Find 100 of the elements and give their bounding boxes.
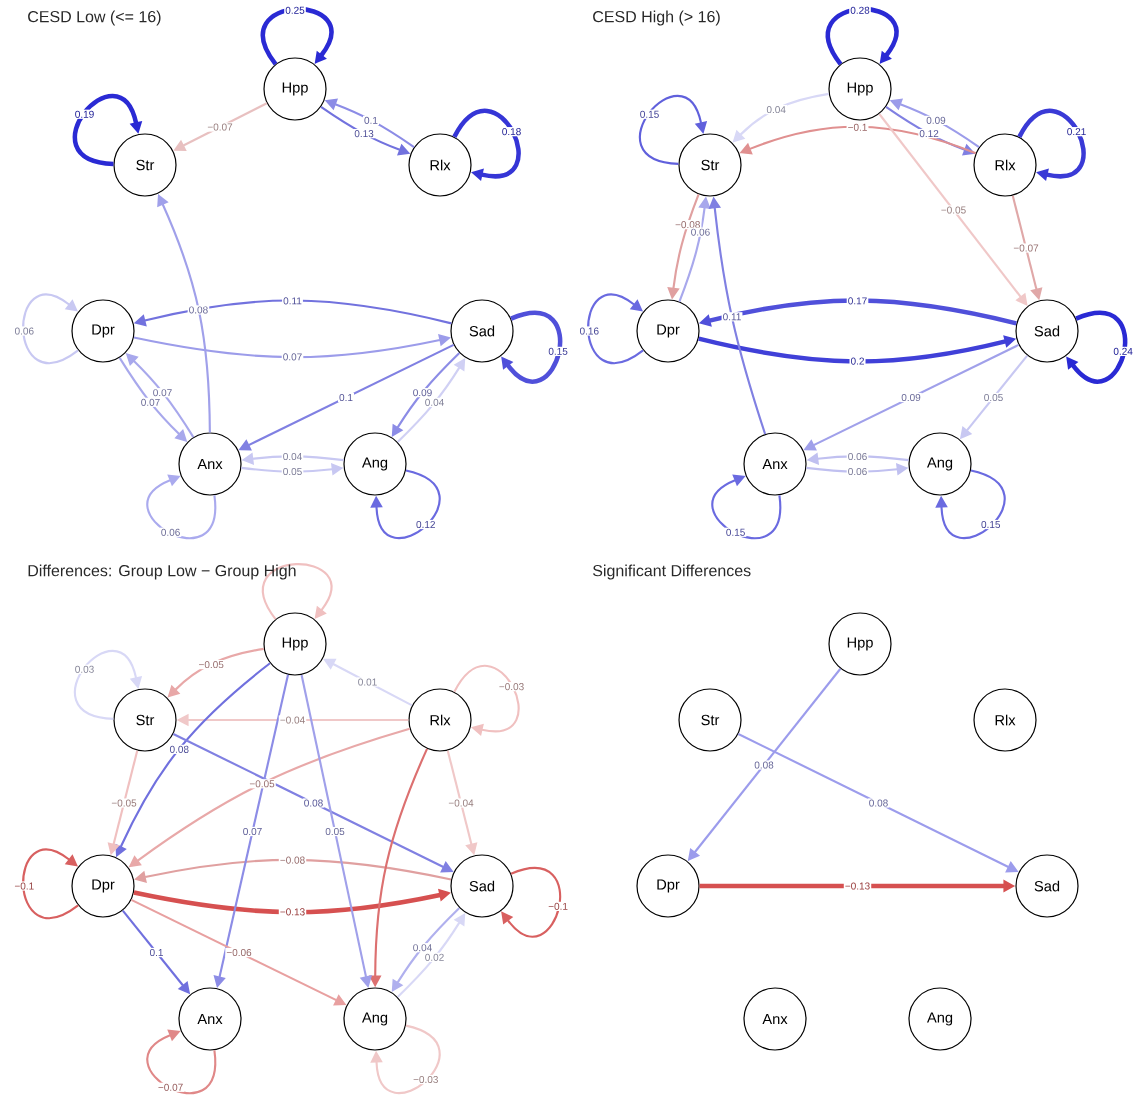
network-node: Anx: [178, 987, 242, 1051]
network-node: Rlx: [408, 133, 472, 197]
network-node: Hpp: [828, 612, 892, 676]
edge-label: −0.1: [547, 901, 569, 911]
edge-label: 0.03: [73, 664, 96, 674]
edge-label: 0.05: [982, 392, 1005, 403]
self-loop-arrow: [72, 93, 143, 167]
self-loop-arrow: [1017, 108, 1086, 182]
edge-label: 0.04: [423, 397, 446, 407]
network-node: Hpp: [828, 57, 892, 121]
edge-label: 0.07: [241, 826, 264, 837]
network-node: Anx: [743, 432, 807, 496]
self-loop-arrow: [22, 848, 79, 920]
edge-label: 0.15: [638, 109, 661, 119]
edge-label: 0.11: [282, 296, 303, 306]
panel-title: CESD Low (<= 16): [28, 10, 161, 26]
edge-label: 0.08: [302, 798, 325, 808]
self-loop-arrow: [639, 94, 708, 165]
network-node: Anx: [743, 987, 807, 1051]
self-loop-arrow: [587, 293, 644, 365]
edge-label: −0.03: [497, 682, 526, 692]
edge-label: 0.04: [411, 943, 434, 953]
self-loop-arrow: [146, 474, 216, 540]
edge-label: 0.13: [353, 129, 375, 139]
edge-label: 0.07: [281, 352, 304, 362]
network-node: Sad: [1015, 854, 1079, 918]
edge-label: 0.08: [168, 744, 191, 754]
edge-label: −0.04: [447, 798, 475, 808]
self-loop-arrow: [370, 469, 441, 539]
edge-label: 0.16: [578, 326, 601, 336]
edge-label: 0.08: [867, 798, 890, 808]
network-node: Sad: [450, 299, 514, 363]
network-node: Rlx: [973, 688, 1037, 752]
edge-label: −0.05: [197, 659, 225, 670]
edge-label: −0.04: [278, 715, 307, 725]
edge-label: −0.03: [412, 1074, 440, 1085]
network-node: Dpr: [636, 854, 700, 918]
network-node: Hpp: [263, 57, 327, 121]
edge-label: 0.05: [281, 466, 304, 477]
edge-label: 0.01: [356, 677, 379, 687]
self-loop-arrow: [501, 867, 562, 938]
edge-label: −0.1: [13, 881, 36, 891]
edge-label: 0.09: [411, 388, 434, 398]
edge-label: 0.21: [1065, 127, 1088, 137]
edge-label: −0.07: [156, 1082, 185, 1092]
edge-label: 0.1: [148, 947, 165, 958]
self-loop-arrow: [935, 469, 1006, 539]
network-node: Ang: [343, 432, 407, 496]
network-node: Rlx: [973, 133, 1037, 197]
network-node: Str: [678, 688, 742, 752]
network-node: Str: [113, 133, 177, 197]
self-loop-arrow: [146, 1029, 216, 1095]
panel-title: CESD High (> 16): [593, 10, 720, 26]
network-node: Str: [678, 133, 742, 197]
network-node: Dpr: [71, 299, 135, 363]
edge-label: 0.02: [423, 952, 446, 962]
edge-label: 0.28: [849, 5, 871, 15]
edge-label: 0.12: [918, 129, 940, 139]
edge-label: −0.07: [206, 122, 234, 132]
network-node: Ang: [343, 987, 407, 1051]
edge-label: 0.19: [73, 109, 96, 119]
arrow: [878, 113, 1028, 306]
edge-label: 0.15: [724, 527, 747, 537]
edge-label: 0.08: [187, 305, 210, 315]
edge-label: 0.06: [846, 466, 869, 477]
self-loop-arrow: [825, 7, 899, 66]
edge-label: 0.1: [338, 392, 354, 403]
self-loop-arrow: [453, 665, 520, 736]
edge-label: −0.08: [278, 855, 307, 865]
edge-label: 0.17: [846, 296, 869, 306]
edge-label: 0.15: [547, 346, 569, 356]
edge-label: −0.05: [110, 798, 138, 808]
edge-label: −0.05: [248, 779, 276, 789]
edge-label: 0.07: [139, 397, 162, 407]
network-node: Ang: [908, 987, 972, 1051]
edge-label: 0.2: [849, 356, 866, 366]
self-loop-arrow: [22, 293, 79, 365]
self-loop-arrow: [261, 563, 333, 620]
edge-label: 0.06: [689, 227, 712, 237]
network-node: Anx: [178, 432, 242, 496]
edge-label: 0.12: [414, 519, 437, 530]
network-node: Ang: [908, 432, 972, 496]
edge-label: 0.05: [324, 826, 346, 837]
edge-label: −0.06: [225, 947, 253, 958]
edge-label: −0.05: [939, 205, 968, 215]
panel-title: Significant Differences: [593, 564, 751, 580]
network-node: Hpp: [263, 612, 327, 676]
network-node: Rlx: [408, 688, 472, 752]
network-node: Sad: [450, 854, 514, 918]
edge-label: −0.07: [1012, 243, 1040, 253]
edge-label: 0.09: [900, 392, 922, 403]
edge-label: 0.15: [979, 519, 1002, 530]
self-loop-arrow: [501, 311, 563, 384]
network-node: Dpr: [636, 299, 700, 363]
network-node: Sad: [1015, 299, 1079, 363]
edge-label: −0.13: [278, 907, 307, 917]
edge-label: 0.06: [13, 326, 36, 336]
network-node: Dpr: [71, 854, 135, 918]
edge-label: 0.04: [765, 104, 787, 115]
edge-label: 0.06: [846, 451, 869, 462]
